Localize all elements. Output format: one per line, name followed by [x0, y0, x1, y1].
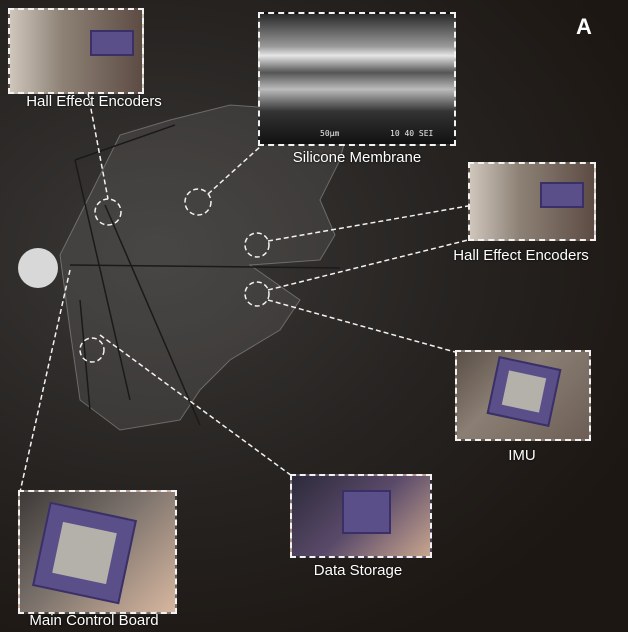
hall-encoder-inset-top	[8, 8, 144, 94]
sem-scale: 50µm	[320, 129, 340, 138]
imu-board	[486, 355, 562, 428]
imu-inset	[455, 350, 591, 441]
main-board-inset	[18, 490, 177, 614]
body-head	[18, 248, 58, 288]
main-board	[32, 501, 137, 605]
wing-bones	[69, 124, 341, 426]
label-hall-right: Hall Effect Encoders	[453, 247, 589, 264]
hall-encoder-inset-right	[468, 162, 596, 241]
encoder-board	[540, 182, 584, 208]
sem-info: 10 40 SEI	[390, 129, 434, 138]
encoder-board	[90, 30, 134, 56]
label-data-storage: Data Storage	[313, 562, 403, 579]
label-main-board: Main Control Board	[29, 612, 159, 629]
data-storage-inset	[290, 474, 432, 558]
panel-label: A	[576, 14, 592, 39]
sd-board	[342, 490, 391, 534]
label-imu: IMU	[508, 447, 536, 464]
silicone-sem-inset: 50µm 10 40 SEI	[258, 12, 456, 146]
label-hall-top: Hall Effect Encoders	[26, 93, 162, 110]
label-silicone: Silicone Membrane	[292, 149, 422, 166]
bat-wing	[59, 104, 351, 431]
callout-lines	[19, 92, 469, 493]
